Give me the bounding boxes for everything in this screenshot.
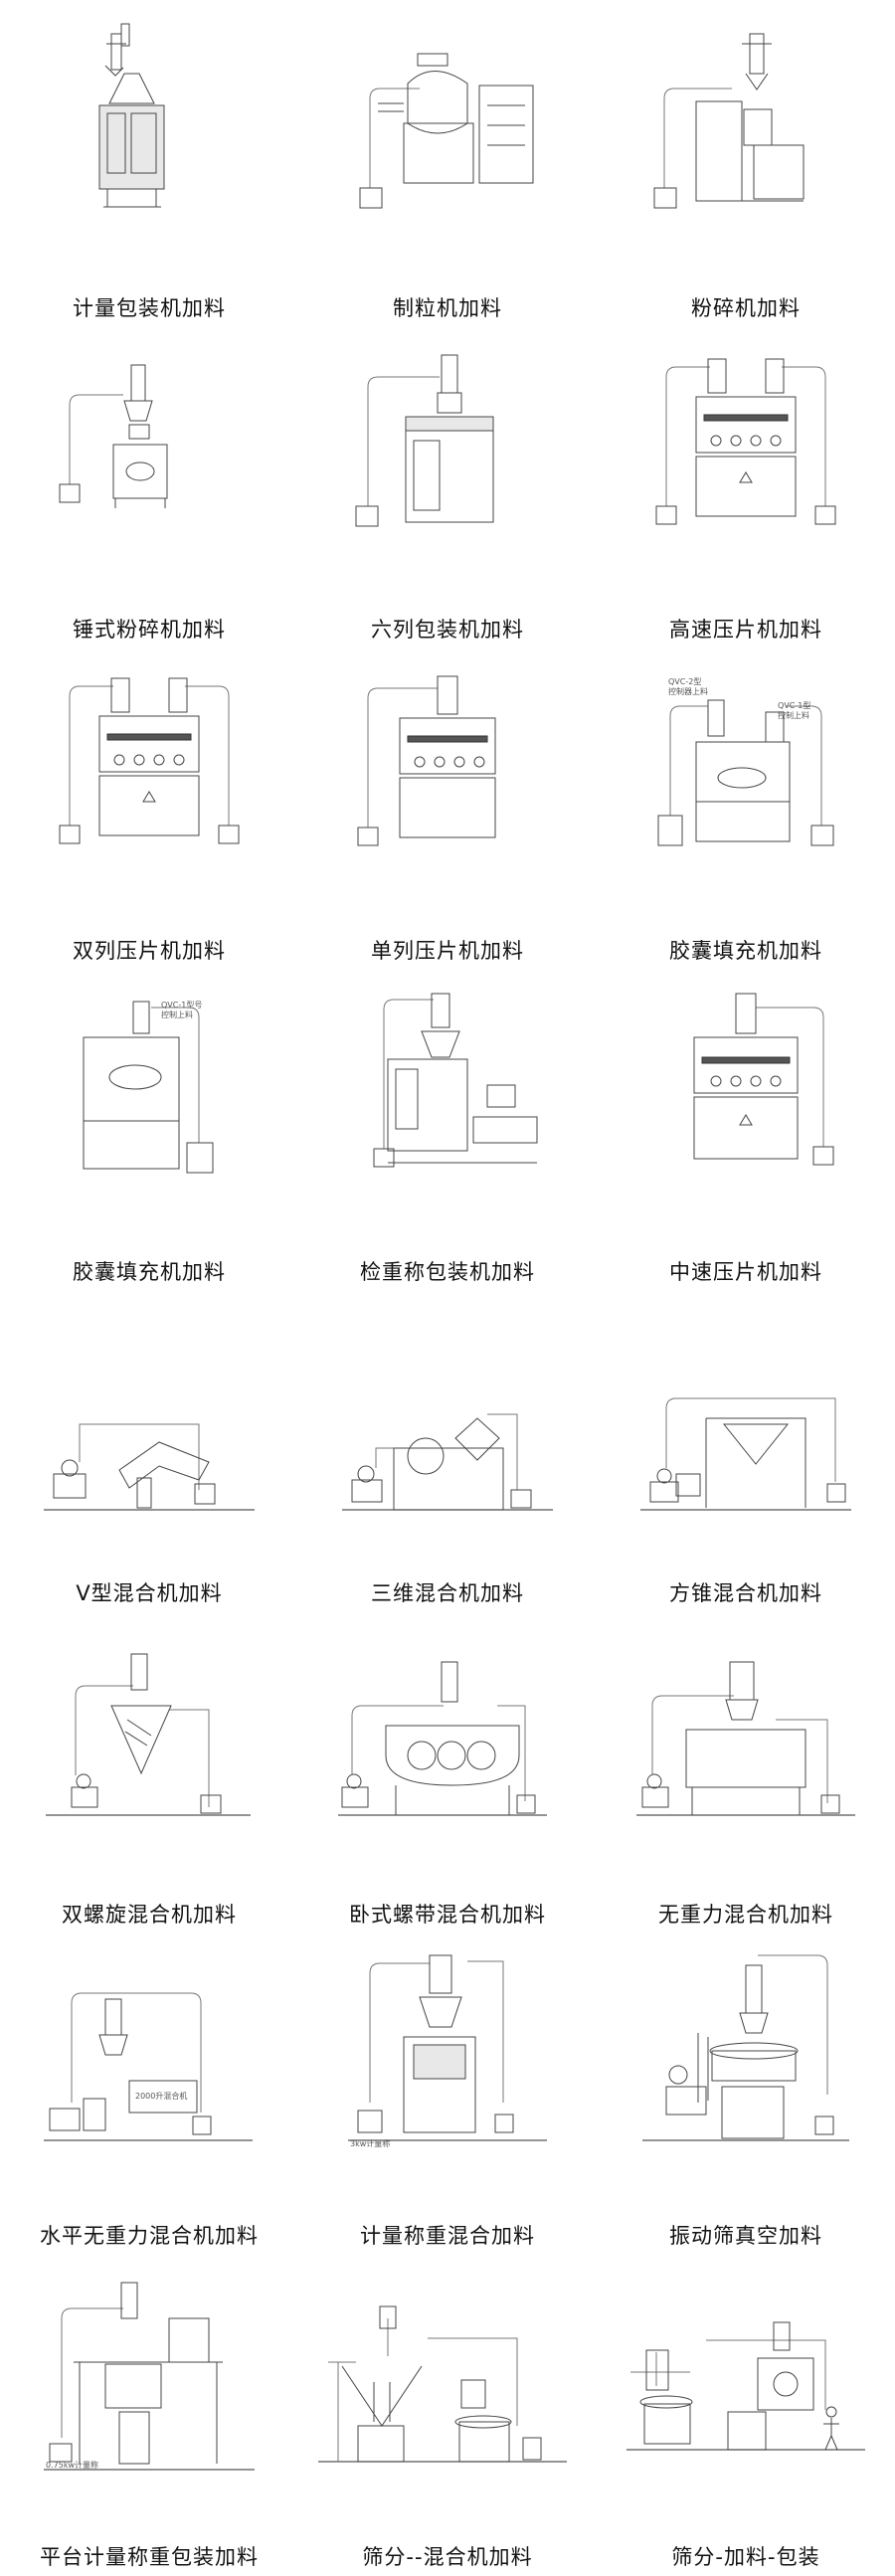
machine-label: 0.75kw计量称 xyxy=(46,2460,98,2470)
machine-label: 2000升混合机 xyxy=(135,2091,187,2101)
machine-label: 3kw计量称 xyxy=(350,2138,390,2148)
tablet-press-icon xyxy=(348,656,547,865)
item-caption: 双列压片机加料 xyxy=(73,939,226,963)
tablet-press-icon xyxy=(646,335,845,544)
grid-item: 制粒机加料 xyxy=(298,0,597,321)
item-caption: 高速压片机加料 xyxy=(669,618,822,642)
grid-item: 2000升混合机 水平无重力混合机加料 xyxy=(0,1928,298,2249)
grid-item: 筛分--混合机加料 xyxy=(298,2249,597,2570)
platform-packer-icon: 0.75kw计量称 xyxy=(50,2263,249,2472)
grid-item: 0.75kw计量称 平台计量称重包装加料 xyxy=(0,2249,298,2570)
horizontal-mixer-icon: 2000升混合机 xyxy=(50,1941,249,2150)
item-caption: 胶囊填充机加料 xyxy=(73,1260,226,1284)
v-mixer-icon xyxy=(50,1299,249,1508)
tablet-press-icon xyxy=(646,978,845,1187)
grid-item: QVC-2型 控制器上料 QVC-1型 控制上料 胶囊填充机加料 xyxy=(597,643,895,964)
grid-item: 六列包装机加料 xyxy=(298,321,597,643)
grid-item: 粉碎机加料 xyxy=(597,0,895,321)
item-caption: 锤式粉碎机加料 xyxy=(73,618,226,642)
item-caption: 检重称包装机加料 xyxy=(360,1260,535,1284)
item-caption: 胶囊填充机加料 xyxy=(669,939,822,963)
item-caption: 计量称重混合加料 xyxy=(360,2224,535,2248)
capsule-filler-icon: QVC-2型 控制器上料 QVC-1型 控制上料 xyxy=(646,677,845,865)
item-caption: 三维混合机加料 xyxy=(371,1581,524,1605)
tablet-press-icon xyxy=(50,656,249,865)
sieve-pack-line-icon xyxy=(646,2263,845,2472)
grid-item: 中速压片机加料 xyxy=(597,964,895,1285)
item-caption: V型混合机加料 xyxy=(76,1581,223,1605)
machine-label: QVC-1型号 xyxy=(161,1001,202,1010)
grid-item: 筛分-加料-包装 xyxy=(597,2249,895,2570)
ribbon-mixer-icon xyxy=(348,1620,547,1829)
item-caption: 粉碎机加料 xyxy=(691,296,801,320)
grid-item: 检重称包装机加料 xyxy=(298,964,597,1285)
gravity-free-mixer-icon xyxy=(646,1620,845,1829)
grid-item: 单列压片机加料 xyxy=(298,643,597,964)
item-caption: 制粒机加料 xyxy=(393,296,502,320)
cone-mixer-icon xyxy=(646,1299,845,1508)
six-lane-packer-icon xyxy=(348,335,547,544)
machine-label: QVC-2型 xyxy=(668,677,701,686)
item-caption: 无重力混合机加料 xyxy=(658,1903,833,1927)
grid-item: 计量包装机加料 xyxy=(0,0,298,321)
capsule-filler-icon: QVC-1型号 控制上料 xyxy=(50,1001,249,1187)
item-caption: 平台计量称重包装加料 xyxy=(40,2545,259,2569)
item-caption: 筛分-加料-包装 xyxy=(671,2545,820,2569)
grid-item: QVC-1型号 控制上料 胶囊填充机加料 xyxy=(0,964,298,1285)
grid-item: 无重力混合机加料 xyxy=(597,1606,895,1928)
grid-item: 振动筛真空加料 xyxy=(597,1928,895,2249)
machine-label: 控制器上料 xyxy=(668,686,708,696)
item-caption: 筛分--混合机加料 xyxy=(362,2545,533,2569)
checkweigher-packer-icon xyxy=(348,978,547,1187)
3d-mixer-icon xyxy=(348,1299,547,1508)
sieve-mixer-icon xyxy=(348,2263,547,2472)
grid-item: 方锥混合机加料 xyxy=(597,1285,895,1606)
grid-item: V型混合机加料 xyxy=(0,1285,298,1606)
item-caption: 中速压片机加料 xyxy=(669,1260,822,1284)
hammer-mill-icon xyxy=(50,335,249,544)
grid-item: 双螺旋混合机加料 xyxy=(0,1606,298,1928)
grid-item: 3kw计量称 计量称重混合加料 xyxy=(298,1928,597,2249)
grid-item: 锤式粉碎机加料 xyxy=(0,321,298,643)
double-screw-mixer-icon xyxy=(50,1620,249,1829)
item-caption: 方锥混合机加料 xyxy=(669,1581,822,1605)
vibrating-sieve-icon xyxy=(646,1941,845,2150)
granulator-icon xyxy=(348,14,547,223)
item-caption: 振动筛真空加料 xyxy=(669,2224,822,2248)
weighing-mixer-icon: 3kw计量称 xyxy=(348,1941,547,2148)
grid-item: 卧式螺带混合机加料 xyxy=(298,1606,597,1928)
item-caption: 单列压片机加料 xyxy=(371,939,524,963)
machine-label: 控制上料 xyxy=(161,1010,193,1019)
item-caption: 卧式螺带混合机加料 xyxy=(349,1903,546,1927)
item-caption: 双螺旋混合机加料 xyxy=(62,1903,237,1927)
vertical-packing-machine-icon xyxy=(50,14,249,223)
item-caption: 计量包装机加料 xyxy=(73,296,226,320)
item-caption: 水平无重力混合机加料 xyxy=(40,2224,259,2248)
grid-item: 高速压片机加料 xyxy=(597,321,895,643)
item-caption: 六列包装机加料 xyxy=(371,618,524,642)
grid-item: 三维混合机加料 xyxy=(298,1285,597,1606)
grid-item: 双列压片机加料 xyxy=(0,643,298,964)
machine-label: 控制上料 xyxy=(778,710,809,720)
crusher-icon xyxy=(646,14,845,223)
